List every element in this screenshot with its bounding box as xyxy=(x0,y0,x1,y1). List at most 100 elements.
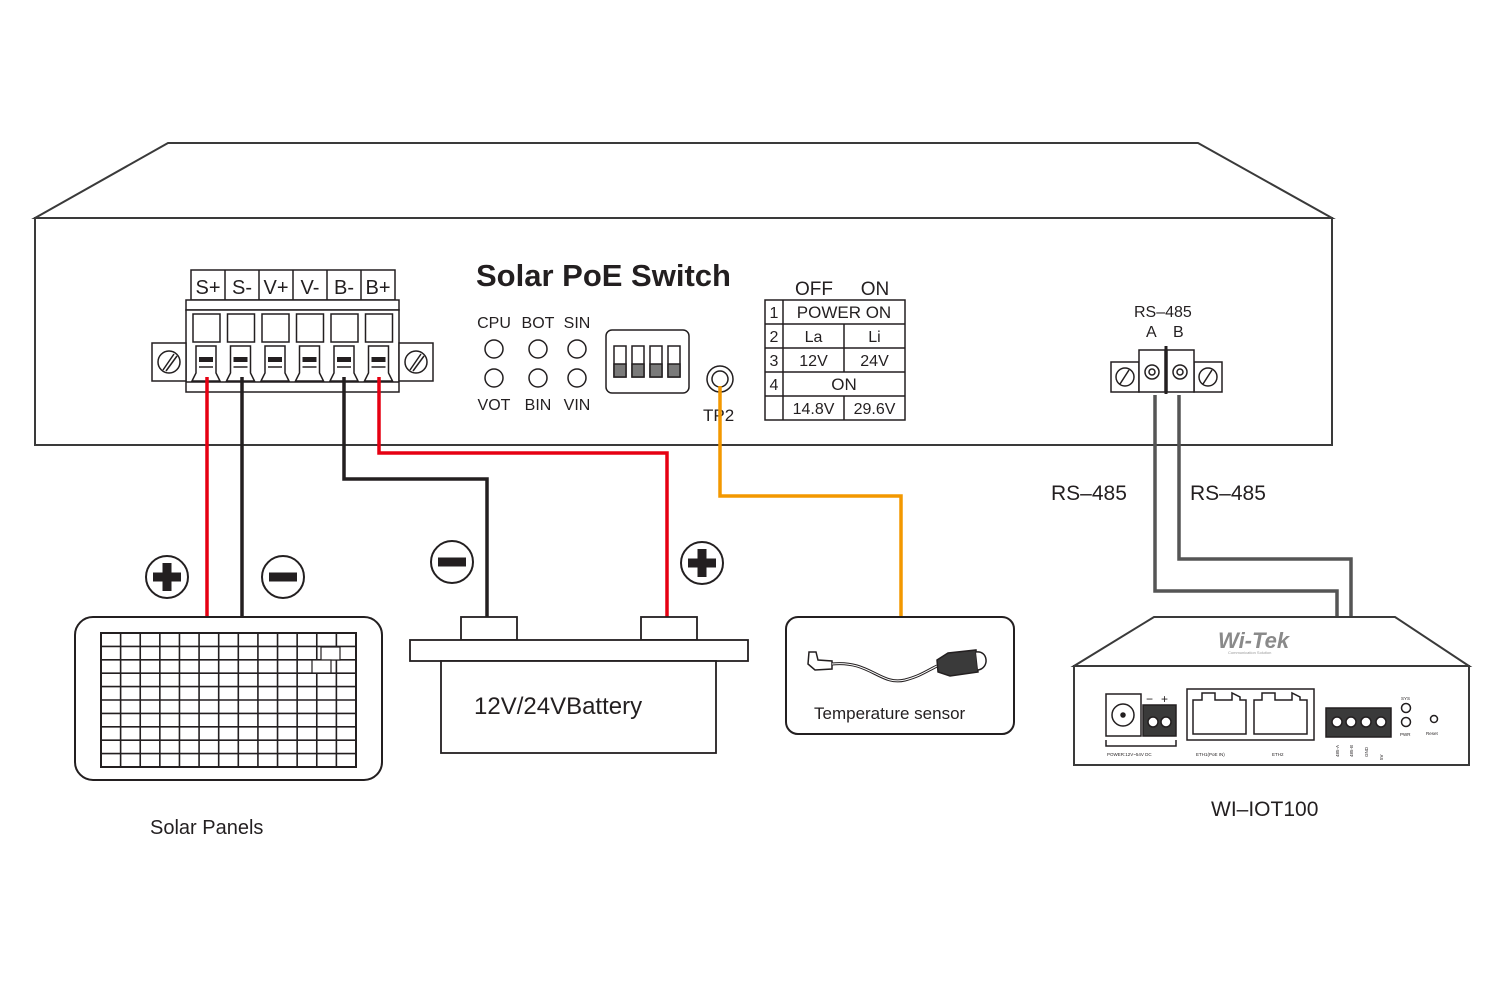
iot-power-jack xyxy=(1105,693,1177,747)
terminal-clamp xyxy=(190,345,222,382)
status-led xyxy=(528,339,548,359)
terminal-slot-top xyxy=(226,313,256,343)
terminal-clamp xyxy=(328,345,360,382)
iot-device-label: WI–IOT100 xyxy=(1211,798,1318,821)
temperature-sensor-label: Temperature sensor xyxy=(814,704,966,723)
tp2-test-point xyxy=(706,365,734,393)
terminal-clamp xyxy=(259,345,291,382)
iot-terminal-label: 485-B xyxy=(1349,745,1354,757)
status-led xyxy=(567,368,587,388)
rs485-connector xyxy=(1110,346,1223,394)
status-led xyxy=(484,368,504,388)
dip-lever-knob xyxy=(613,363,627,378)
solar-panel-label: Solar Panels xyxy=(150,817,263,839)
iot-ethernet-ports xyxy=(1186,688,1315,741)
dip-lever-knob xyxy=(631,363,645,378)
dip-row-on-value: 24V xyxy=(860,353,889,370)
iot-led-pwr-label: PWR xyxy=(1400,732,1411,737)
terminal-label: V- xyxy=(301,277,320,299)
led-label-top: BOT xyxy=(522,315,555,332)
wire-battery-positive xyxy=(377,377,669,618)
switch-title: Solar PoE Switch xyxy=(476,258,731,293)
witek-tagline: Communication Solution xyxy=(1228,650,1271,655)
iot-led-sys-label: SYS xyxy=(1401,696,1410,701)
dip-row-number: 4 xyxy=(770,377,779,394)
plus-icon xyxy=(145,555,189,599)
switch-top-face xyxy=(31,142,1336,219)
polarity-symbols xyxy=(145,540,724,599)
iot-leds xyxy=(1400,702,1439,728)
terminal-slot-top xyxy=(364,313,394,343)
terminal-label: S+ xyxy=(195,277,220,299)
iot-power-plus: + xyxy=(1161,692,1168,706)
rs485-pin-b-label: B xyxy=(1173,324,1184,341)
led-label-bottom: VOT xyxy=(478,397,511,414)
wire-temperature-sensor xyxy=(718,386,903,618)
dip-header-on: ON xyxy=(861,279,890,300)
terminal-screw-left xyxy=(157,350,181,374)
terminal-slot-top xyxy=(330,313,359,343)
iot-terminal-label: GND xyxy=(1364,746,1369,757)
terminal-label: S- xyxy=(232,277,252,299)
terminal-slots xyxy=(190,313,394,382)
iot-power-label: POWER:12V~54V DC xyxy=(1107,752,1152,757)
status-led xyxy=(484,339,504,359)
solar-cell-highlight xyxy=(320,646,341,661)
dip-row-off-value: 12V xyxy=(799,353,828,370)
eth2-label: ETH2 xyxy=(1272,752,1284,757)
dip-table-row: 1 POWER ON xyxy=(770,303,892,322)
iot-terminal-label: 5V xyxy=(1379,754,1384,760)
eth1-label: ETH1(PoE IN) xyxy=(1196,752,1225,757)
terminal-label: B- xyxy=(334,277,354,299)
rs485-pin-a-label: A xyxy=(1146,324,1157,341)
terminal-clamp xyxy=(363,345,394,382)
dip-table-row: 2 La Li xyxy=(765,323,905,348)
eth2-port xyxy=(1253,691,1308,735)
terminal-slot-top xyxy=(295,313,325,343)
rs485-wire-label-right: RS–485 xyxy=(1190,482,1266,505)
dip-switch-levers[interactable] xyxy=(613,345,681,378)
terminal-slot-top xyxy=(192,313,221,343)
terminal-label: B+ xyxy=(365,277,390,299)
minus-icon xyxy=(430,540,474,584)
terminal-clamp xyxy=(294,345,325,382)
rs485-port-label: RS–485 xyxy=(1134,304,1192,321)
eth1-port xyxy=(1192,691,1247,735)
dip-row-on-value: 29.6V xyxy=(854,401,896,418)
dip-table-row: 4 ON xyxy=(765,371,905,394)
iot-power-minus: − xyxy=(1146,692,1153,706)
led-label-top: CPU xyxy=(477,315,511,332)
rs485-wire-label-left: RS–485 xyxy=(1051,482,1127,505)
terminal-screw-right xyxy=(404,350,428,374)
dip-row-number: 1 xyxy=(770,305,779,322)
wire-battery-negative xyxy=(342,377,489,618)
temperature-probe-icon xyxy=(807,649,987,683)
iot-reset-button[interactable] xyxy=(1429,714,1439,724)
dip-header-off: OFF xyxy=(795,279,833,300)
status-led xyxy=(567,339,587,359)
status-led xyxy=(528,368,548,388)
dip-row-value: ON xyxy=(831,375,857,394)
dip-row-value: POWER ON xyxy=(797,303,891,322)
plus-icon xyxy=(680,541,724,585)
battery-label: 12V/24VBattery xyxy=(474,693,642,720)
solar-panel xyxy=(74,616,383,781)
witek-logo: Wi-Tek xyxy=(1218,628,1291,653)
iot-reset-label: Reset xyxy=(1426,731,1439,736)
dip-row-off-value: La xyxy=(805,329,823,346)
terminal-clamp xyxy=(225,345,256,382)
minus-icon xyxy=(261,555,305,599)
dip-row-on-value: Li xyxy=(868,329,880,346)
iot-terminal-label: 485-A xyxy=(1335,745,1340,757)
dip-lever-knob xyxy=(649,363,663,378)
solar-cell-grid xyxy=(100,632,357,768)
dip-row-number: 2 xyxy=(770,329,779,346)
solar-cell-highlight xyxy=(311,659,332,674)
led-label-bottom: VIN xyxy=(564,397,591,414)
led-label-top: SIN xyxy=(564,315,591,332)
